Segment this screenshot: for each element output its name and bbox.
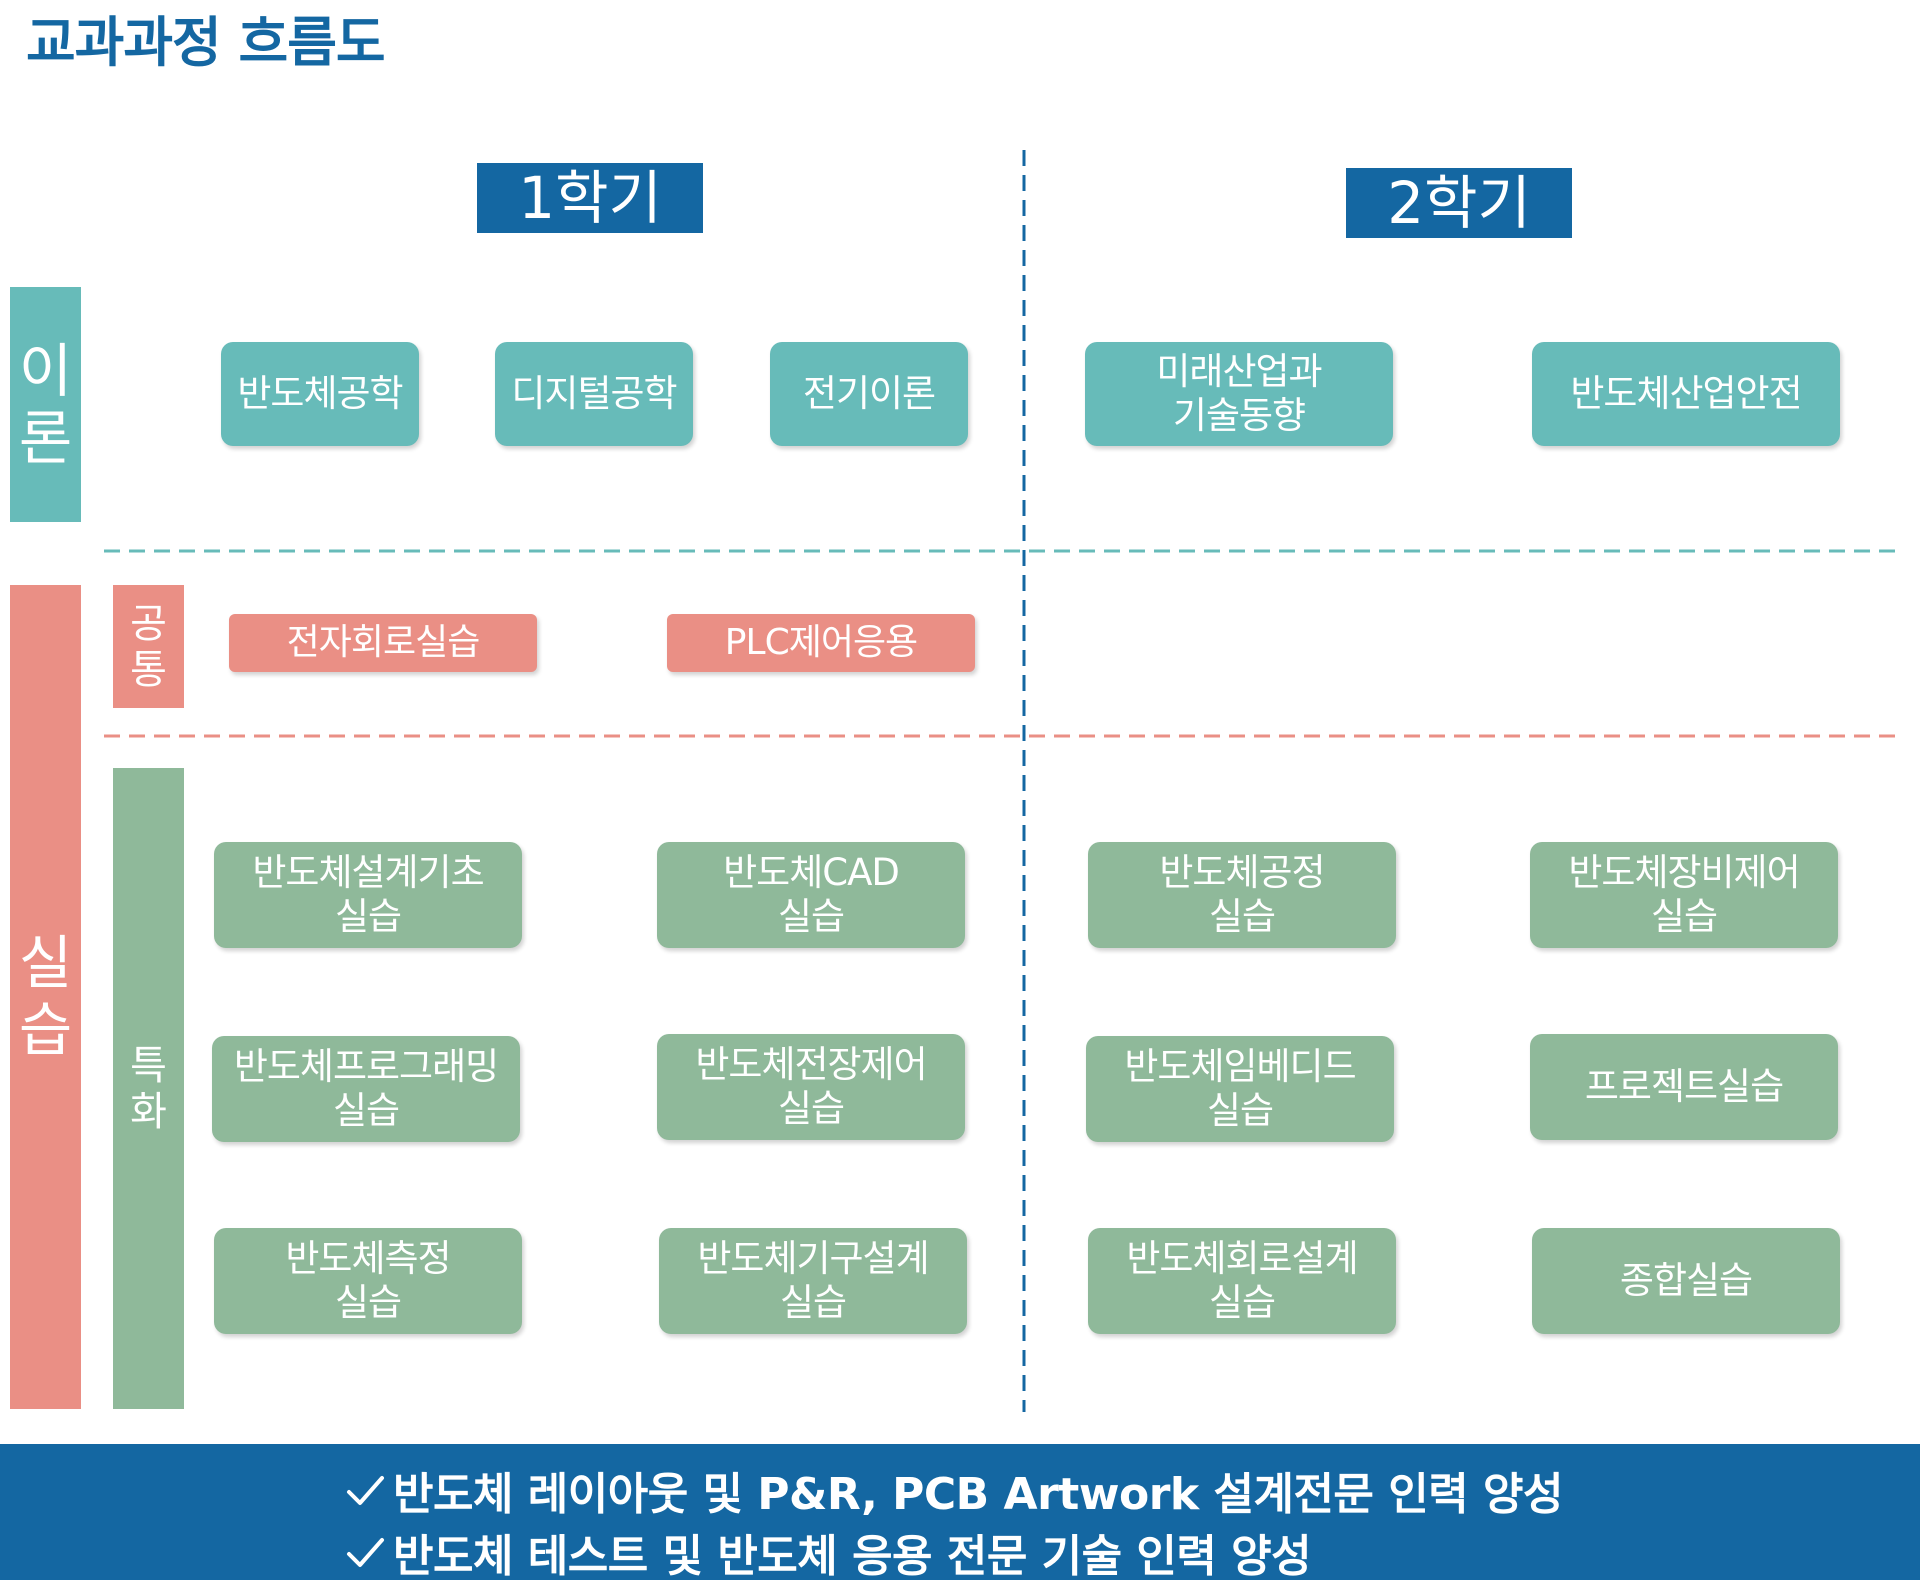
course-box: 반도체회로설계 실습	[1088, 1228, 1396, 1334]
course-label: 실습	[1650, 895, 1718, 938]
footer-line-1: 반도체 레이아웃 및 P&R, PCB Artwork 설계전문 인력 양성	[345, 1458, 1563, 1522]
subcategory-common: 공 통	[113, 585, 184, 708]
course-label: 반도체측정	[285, 1236, 451, 1280]
course-label: 반도체설계기초	[252, 850, 484, 894]
course-box: 미래산업과 기술동향	[1085, 342, 1393, 446]
subcategory-special: 특 화	[113, 768, 184, 1409]
footer-text-1: 반도체 레이아웃 및 P&R, PCB Artwork 설계전문 인력 양성	[393, 1469, 1563, 1520]
subcategory-special-char: 특	[130, 1042, 167, 1089]
course-label: 실습	[777, 1087, 845, 1130]
course-label: 실습	[1208, 1281, 1276, 1324]
subcategory-special-char: 화	[130, 1088, 167, 1135]
course-label: PLC제어응용	[724, 622, 918, 664]
course-label: 반도체프로그래밍	[233, 1044, 499, 1088]
course-label: 실습	[1208, 895, 1276, 938]
course-box: 프로젝트실습	[1530, 1034, 1838, 1140]
course-label: 실습	[779, 1281, 847, 1324]
course-box: 디지털공학	[495, 342, 693, 446]
footer-text-2: 반도체 테스트 및 반도체 응용 전문 기술 인력 양성	[393, 1531, 1312, 1582]
course-label: 디지털공학	[511, 371, 677, 415]
course-label: 기술동향	[1172, 394, 1306, 437]
course-label: 실습	[334, 1281, 402, 1324]
course-label: 반도체CAD	[723, 850, 900, 894]
page-title: 교과과정 흐름도	[26, 11, 386, 74]
course-box: 반도체기구설계 실습	[659, 1228, 967, 1334]
course-box: 반도체공정 실습	[1088, 842, 1396, 948]
course-label: 반도체기구설계	[697, 1236, 929, 1280]
semester-2-header: 2학기	[1346, 168, 1572, 238]
course-label: 종합실습	[1619, 1258, 1753, 1302]
category-practice: 실 습	[10, 585, 81, 1409]
course-box: 반도체공학	[221, 342, 419, 446]
course-label: 미래산업과	[1156, 349, 1322, 393]
course-label: 반도체장비제어	[1568, 850, 1800, 894]
check-icon	[347, 1538, 384, 1567]
category-theory-char: 론	[18, 403, 73, 472]
category-practice-char: 습	[18, 996, 73, 1064]
course-label: 실습	[332, 1089, 400, 1132]
course-box: 종합실습	[1532, 1228, 1840, 1334]
category-practice-char: 실	[18, 929, 73, 998]
course-label: 반도체산업안전	[1570, 371, 1802, 415]
course-box: 반도체프로그래밍 실습	[212, 1036, 520, 1142]
category-theory-char: 이	[18, 336, 73, 405]
course-box: 반도체설계기초 실습	[214, 842, 522, 948]
footer-banner: 반도체 레이아웃 및 P&R, PCB Artwork 설계전문 인력 양성 반…	[0, 1444, 1920, 1582]
course-box: PLC제어응용	[667, 614, 975, 672]
course-label: 반도체임베디드	[1124, 1044, 1356, 1088]
course-label: 반도체전장제어	[695, 1042, 927, 1086]
course-label: 반도체공학	[237, 371, 403, 415]
check-icon	[347, 1476, 384, 1505]
category-theory: 이 론	[10, 287, 81, 522]
course-box: 반도체임베디드 실습	[1086, 1036, 1394, 1142]
course-box: 반도체전장제어 실습	[657, 1034, 965, 1140]
course-box: 전자회로실습	[229, 614, 537, 672]
course-box: 반도체측정 실습	[214, 1228, 522, 1334]
course-box: 반도체산업안전	[1532, 342, 1840, 446]
course-label: 전자회로실습	[286, 622, 481, 664]
course-label: 반도체회로설계	[1126, 1236, 1358, 1280]
course-box: 전기이론	[770, 342, 968, 446]
subcategory-common-char: 공	[130, 600, 167, 647]
course-label: 실습	[1206, 1089, 1274, 1132]
course-label: 반도체공정	[1159, 850, 1325, 894]
course-label: 전기이론	[802, 371, 936, 415]
course-label: 실습	[777, 895, 845, 938]
footer-line-2: 반도체 테스트 및 반도체 응용 전문 기술 인력 양성	[345, 1520, 1312, 1584]
subcategory-common-char: 통	[130, 646, 167, 693]
course-label: 실습	[334, 895, 402, 938]
course-label: 프로젝트실습	[1584, 1064, 1784, 1108]
course-box: 반도체장비제어 실습	[1530, 842, 1838, 948]
course-box: 반도체CAD 실습	[657, 842, 965, 948]
semester-1-header: 1학기	[477, 163, 703, 233]
